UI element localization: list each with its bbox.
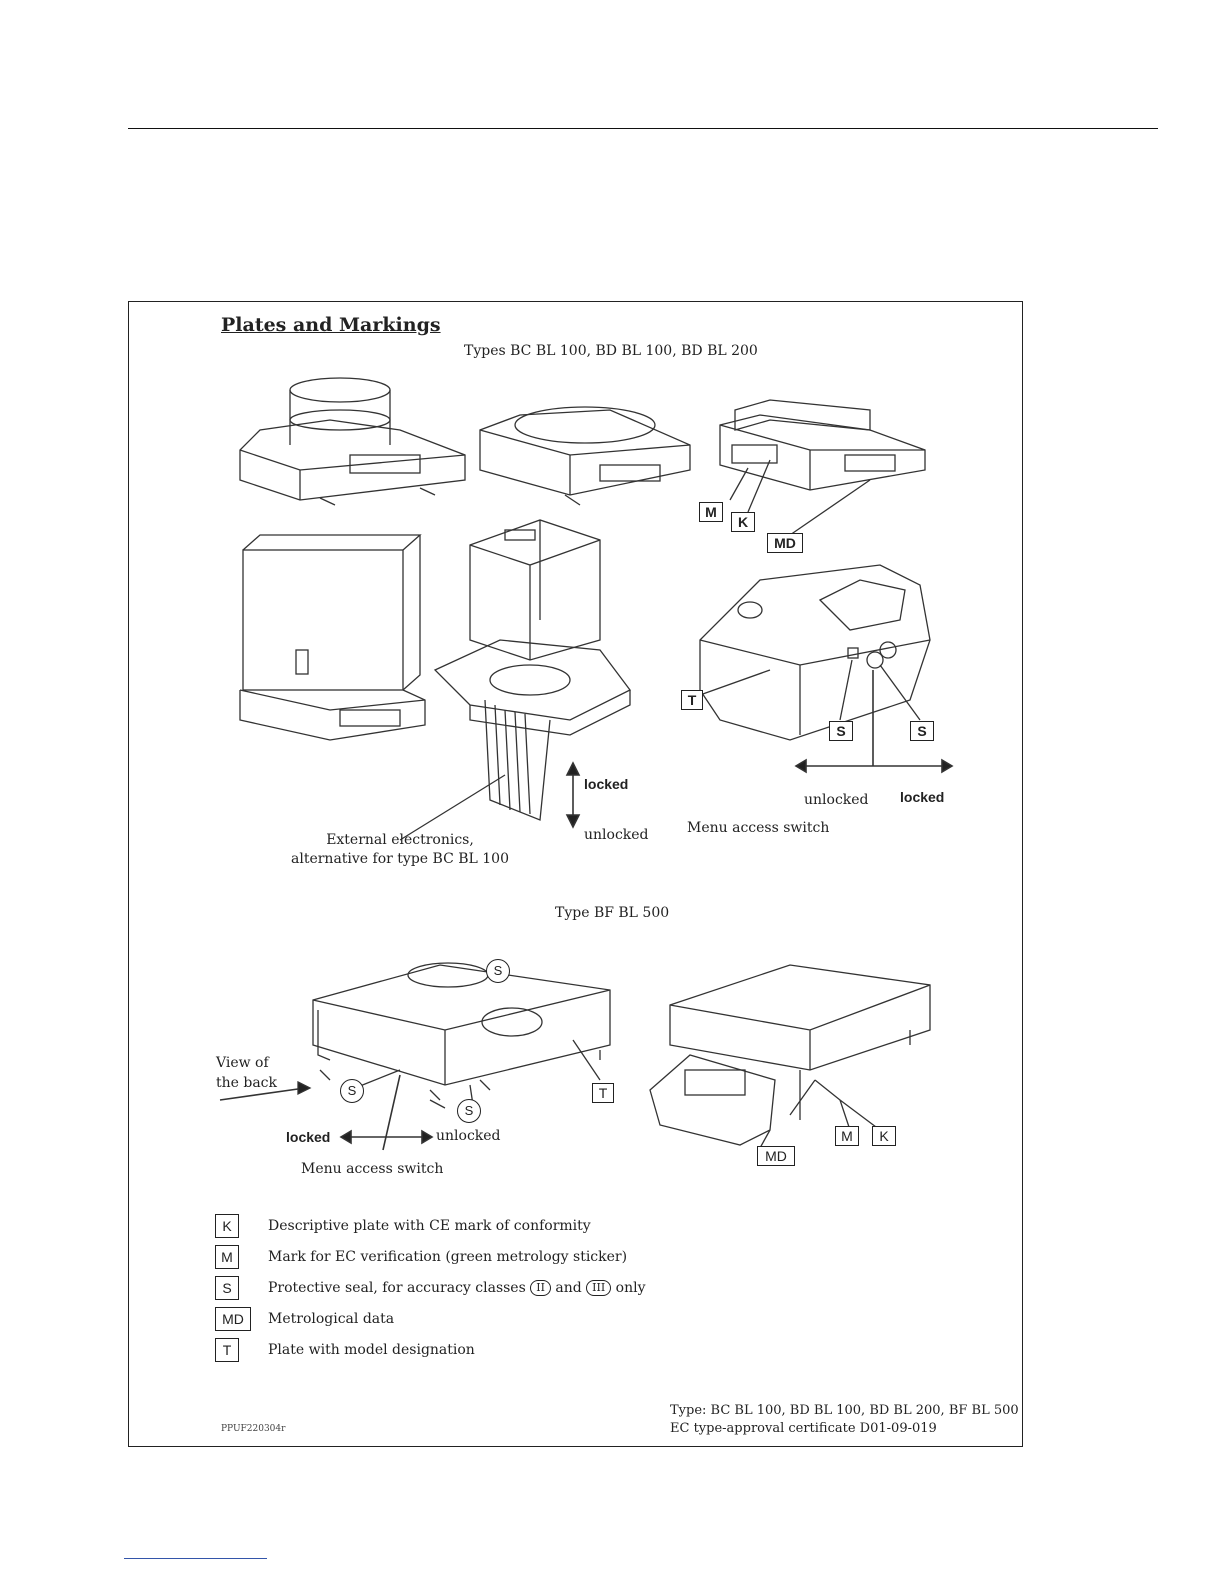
balance-drawing-8 xyxy=(649,964,931,1149)
types-top-heading: Types BC BL 100, BD BL 100, BD BL 200 xyxy=(464,343,758,359)
marker-k-2: K xyxy=(872,1126,896,1146)
header-rule xyxy=(128,128,1158,129)
marker-t-1: T xyxy=(681,690,703,710)
label-the-back: the back xyxy=(216,1075,278,1091)
label-locked-2: locked xyxy=(900,789,945,805)
marker-md-2: MD xyxy=(757,1146,795,1166)
marker-t-2: T xyxy=(592,1083,614,1103)
document-code: PPUF220304r xyxy=(221,1424,286,1434)
legend-text-md: Metrological data xyxy=(268,1311,395,1327)
marker-md-1: MD xyxy=(767,533,803,553)
figure-title: Plates and Markings xyxy=(221,314,441,336)
legend-key-m: M xyxy=(215,1245,239,1269)
seal-marker-1: S xyxy=(486,959,510,983)
seal-marker-2: S xyxy=(340,1079,364,1103)
seal-marker-3: S xyxy=(457,1099,481,1123)
lock-arrow-horizontal-1 xyxy=(794,670,954,774)
label-unlocked-1: unlocked xyxy=(584,827,649,843)
accuracy-class-iii-badge: III xyxy=(586,1280,612,1296)
marker-k-1: K xyxy=(731,512,755,532)
balance-drawing-1 xyxy=(239,377,466,506)
label-unlocked-3: unlocked xyxy=(436,1128,501,1144)
balance-drawing-2 xyxy=(479,406,691,506)
label-locked-3: locked xyxy=(286,1129,331,1145)
balance-drawing-4 xyxy=(239,534,426,741)
label-unlocked-2: unlocked xyxy=(804,792,869,808)
legend-text-t: Plate with model designation xyxy=(268,1342,475,1358)
balance-drawing-3 xyxy=(719,399,926,536)
balance-drawing-6 xyxy=(699,564,931,741)
balance-drawing-7 xyxy=(219,962,611,1109)
label-locked-1: locked xyxy=(584,776,629,792)
label-view-of: View of xyxy=(216,1055,269,1071)
marker-m-2: M xyxy=(835,1126,859,1146)
marker-s-1: S xyxy=(829,721,853,741)
lock-arrow-horizontal-2 xyxy=(339,1074,434,1151)
footer-certificate: EC type-approval certificate D01-09-019 xyxy=(670,1421,937,1436)
figure-frame xyxy=(128,301,1023,1447)
legend-key-md: MD xyxy=(215,1307,251,1331)
footer-types: Type: BC BL 100, BD BL 100, BD BL 200, B… xyxy=(670,1403,1019,1418)
footer-rule xyxy=(124,1558,267,1559)
marker-m-1: M xyxy=(699,502,723,522)
legend-text-s-mid: and xyxy=(555,1280,582,1296)
marker-s-2: S xyxy=(910,721,934,741)
legend-text-s-before: Protective seal, for accuracy classes xyxy=(268,1280,526,1296)
legend-text-s: Protective seal, for accuracy classes II… xyxy=(268,1280,646,1296)
legend-key-s: S xyxy=(215,1276,239,1300)
label-external-electronics: External electronics, xyxy=(326,832,474,848)
lock-arrow-vertical xyxy=(565,761,581,829)
type-bottom-heading: Type BF BL 500 xyxy=(555,905,670,921)
legend-text-m: Mark for EC verification (green metrolog… xyxy=(268,1249,628,1265)
legend-text-s-after: only xyxy=(615,1280,646,1296)
label-alternative: alternative for type BC BL 100 xyxy=(291,851,509,867)
accuracy-class-ii-badge: II xyxy=(530,1280,551,1296)
balance-drawing-5 xyxy=(399,519,631,841)
legend-key-k: K xyxy=(215,1214,239,1238)
label-menu-switch-2: Menu access switch xyxy=(301,1161,444,1177)
legend-key-t: T xyxy=(215,1338,239,1362)
label-menu-switch-1: Menu access switch xyxy=(687,820,830,836)
legend-text-k: Descriptive plate with CE mark of confor… xyxy=(268,1218,591,1234)
